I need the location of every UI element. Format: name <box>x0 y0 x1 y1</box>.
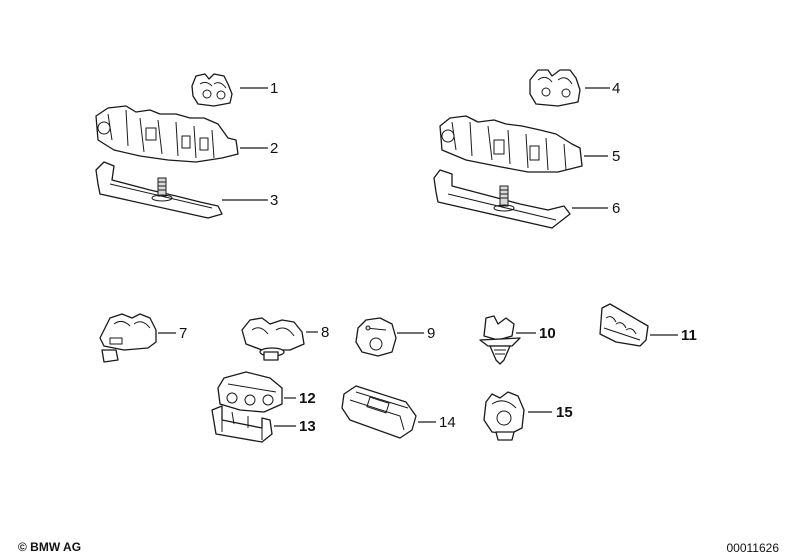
callout-8: 8 <box>321 324 329 341</box>
callout-12: 12 <box>299 390 316 407</box>
part-15-clip[interactable] <box>483 391 525 441</box>
part-9-holder[interactable] <box>355 317 397 357</box>
part-10-push-clip[interactable] <box>479 315 521 365</box>
part-13-bracket[interactable] <box>211 405 273 443</box>
callout-15: 15 <box>556 404 573 421</box>
callout-5: 5 <box>612 148 620 165</box>
callout-9: 9 <box>427 325 435 342</box>
part-2-pipe-holder[interactable] <box>95 105 239 163</box>
part-7-clip[interactable] <box>99 313 157 363</box>
part-8-twin-clip[interactable] <box>241 317 305 361</box>
part-1-clip[interactable] <box>191 73 233 107</box>
part-6-mounting-rail[interactable] <box>433 169 571 229</box>
copyright-notice: © BMW AG <box>18 540 82 554</box>
part-14-sleeve[interactable] <box>341 385 417 439</box>
document-number: 00011626 <box>726 541 780 555</box>
part-3-mounting-rail[interactable] <box>95 161 223 219</box>
part-5-pipe-holder[interactable] <box>439 115 583 173</box>
callout-3: 3 <box>270 192 278 209</box>
callout-2: 2 <box>270 140 278 157</box>
part-11-multi-clip[interactable] <box>599 303 649 347</box>
callout-4: 4 <box>612 80 620 97</box>
callout-14: 14 <box>439 414 456 431</box>
callout-11: 11 <box>681 327 697 344</box>
callout-1: 1 <box>270 80 278 97</box>
part-4-twin-clip[interactable] <box>529 69 581 107</box>
part-12-triple-clip[interactable] <box>217 371 283 413</box>
callout-6: 6 <box>612 200 620 217</box>
callout-10: 10 <box>539 325 556 342</box>
callout-13: 13 <box>299 418 316 435</box>
callout-7: 7 <box>179 325 187 342</box>
